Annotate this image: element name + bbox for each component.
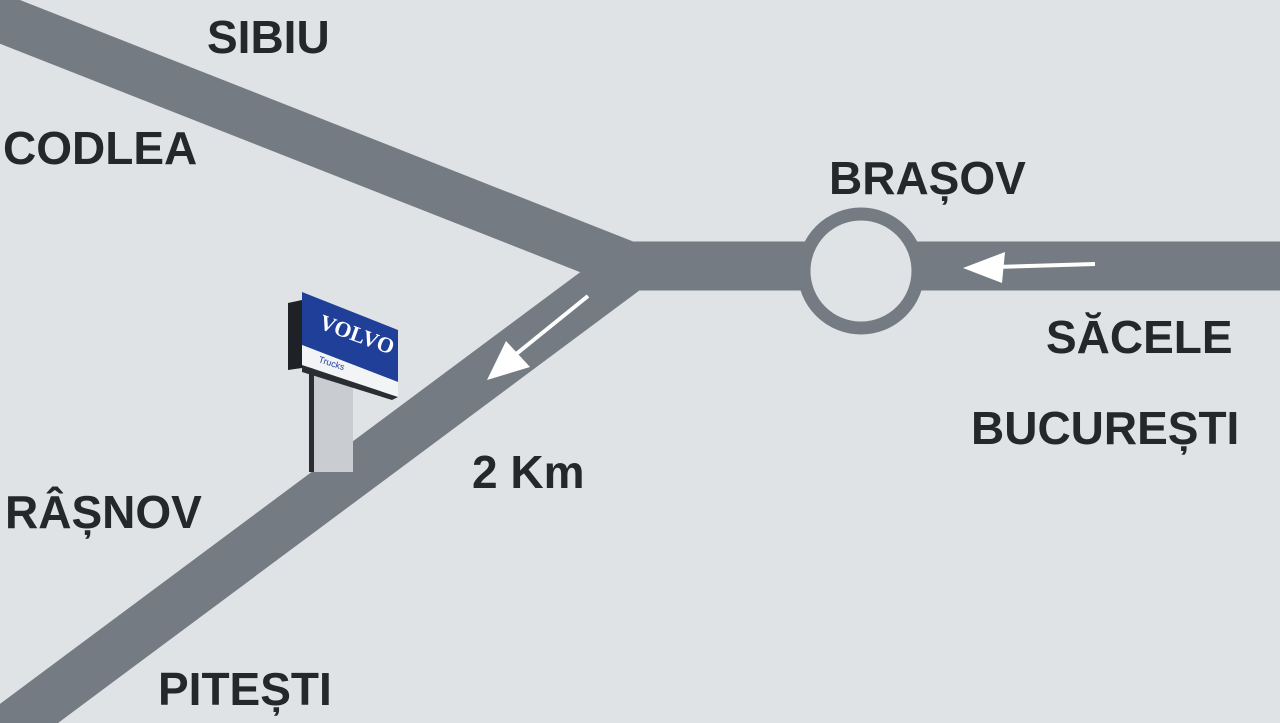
label-distance: 2 Km xyxy=(472,446,584,498)
label-sacele: SĂCELE xyxy=(1046,311,1233,363)
volvo-sign: VOLVO Trucks xyxy=(288,292,398,472)
label-sibiu: SIBIU xyxy=(207,11,330,63)
direction-arrow-left xyxy=(487,294,590,380)
direction-arrow-right xyxy=(963,252,1096,283)
label-brasov: BRAȘOV xyxy=(829,152,1026,205)
label-pitesti: PITEȘTI xyxy=(158,663,332,716)
label-codlea: CODLEA xyxy=(3,122,197,174)
label-rasnov: RÂȘNOV xyxy=(5,486,202,539)
roundabout xyxy=(797,207,925,335)
road-pitesti xyxy=(0,249,640,723)
label-bucuresti: BUCUREȘTI xyxy=(971,402,1239,455)
road-sibiu xyxy=(0,0,639,289)
junction xyxy=(585,242,640,290)
